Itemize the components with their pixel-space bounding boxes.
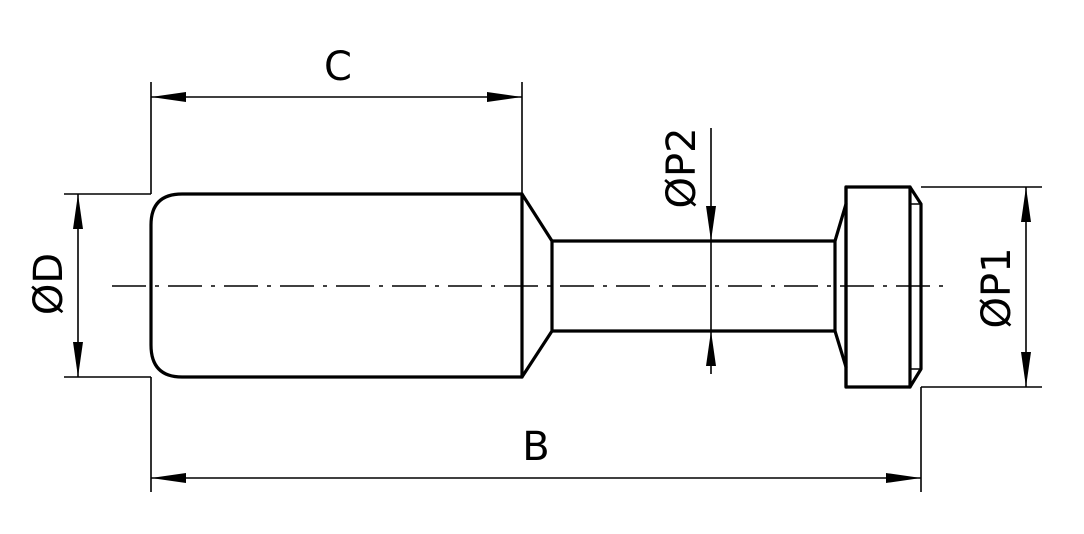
dimension-c-label: C — [324, 44, 352, 90]
cap-chamfer-inner — [910, 203, 921, 370]
dimension-p1: ØP1 — [974, 187, 1031, 387]
main-body — [149, 192, 524, 379]
dimension-p1-label: ØP1 — [974, 247, 1020, 328]
stem — [550, 239, 837, 333]
dimension-d-label: ØD — [26, 253, 72, 315]
cap-edge-line — [844, 185, 912, 389]
cap-flare — [833, 202, 848, 369]
dimension-p2-label: ØP2 — [659, 127, 705, 208]
taper — [520, 192, 554, 379]
dimension-d: ØD — [26, 194, 83, 377]
part-outline — [149, 185, 923, 389]
dimension-b: B — [151, 424, 921, 483]
dimension-c: C — [151, 44, 522, 102]
dimension-p2: ØP2 — [659, 127, 716, 374]
dimension-b-label: B — [522, 424, 549, 470]
